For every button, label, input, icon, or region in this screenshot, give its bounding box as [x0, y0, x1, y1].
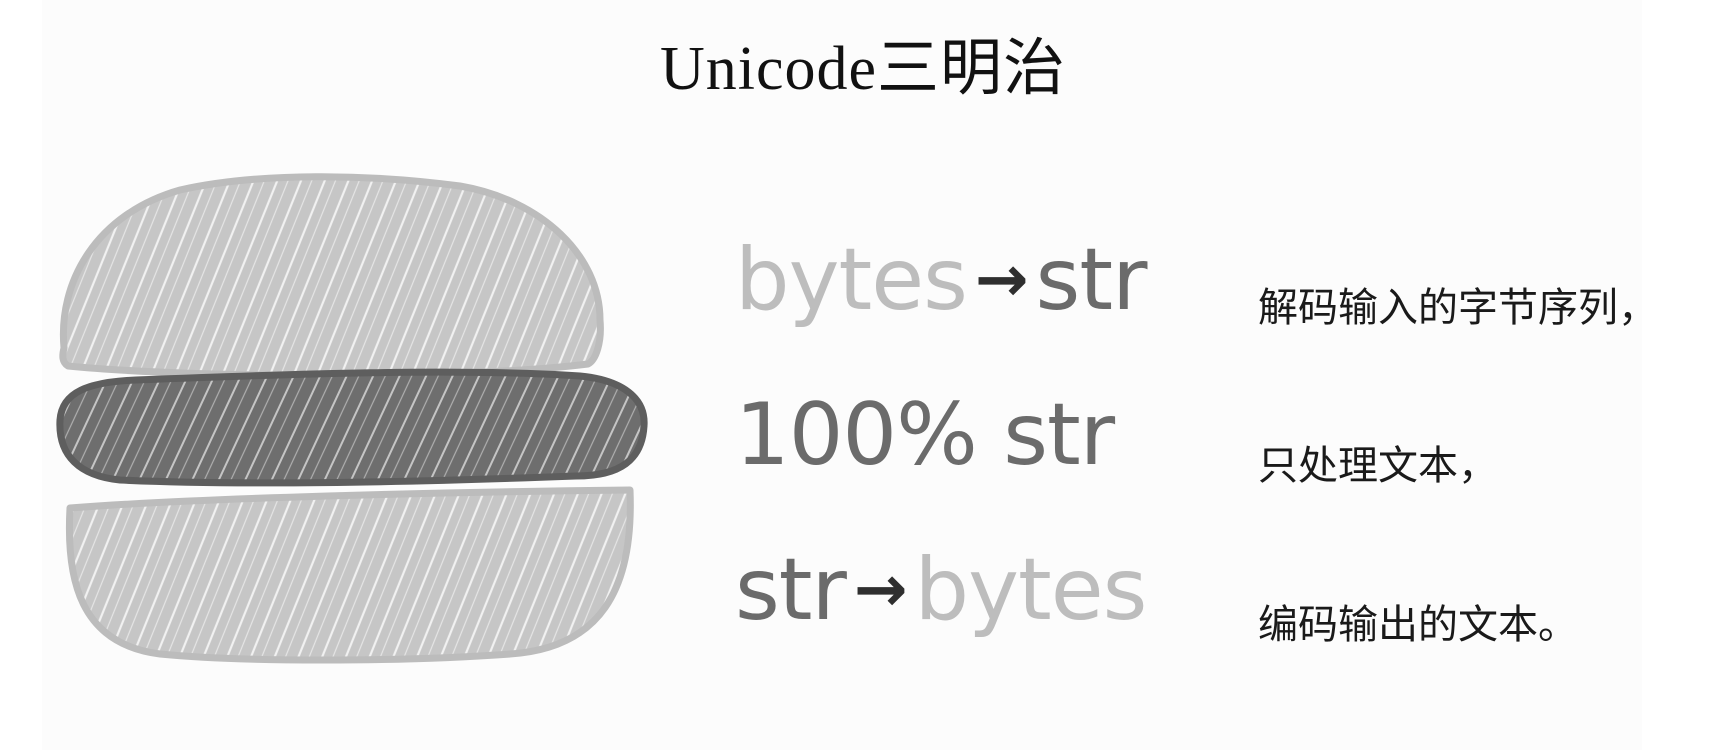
process-expression: 100% str — [735, 380, 1155, 490]
bottom-bun — [65, 486, 634, 664]
str-label: str — [735, 540, 847, 640]
decode-expression: bytes → str — [735, 225, 1155, 335]
bytes-label: bytes — [914, 540, 1148, 640]
decode-arrow-icon: → — [974, 243, 1029, 317]
process-label: 100% str — [735, 385, 1115, 485]
sandwich-illustration — [56, 173, 648, 664]
encode-description: 编码输出的文本。 — [1258, 602, 1578, 648]
figure-title: Unicode三明治 — [659, 35, 1067, 103]
encode-expression: str → bytes — [735, 535, 1155, 645]
encode-arrow-icon: → — [853, 553, 908, 627]
top-bun — [59, 173, 604, 379]
filling-layer — [56, 368, 648, 487]
decode-description: 解码输入的字节序列， — [1258, 285, 1658, 331]
bytes-label: bytes — [735, 230, 968, 330]
str-label: str — [1035, 230, 1148, 330]
process-description: 只处理文本， — [1258, 443, 1498, 489]
